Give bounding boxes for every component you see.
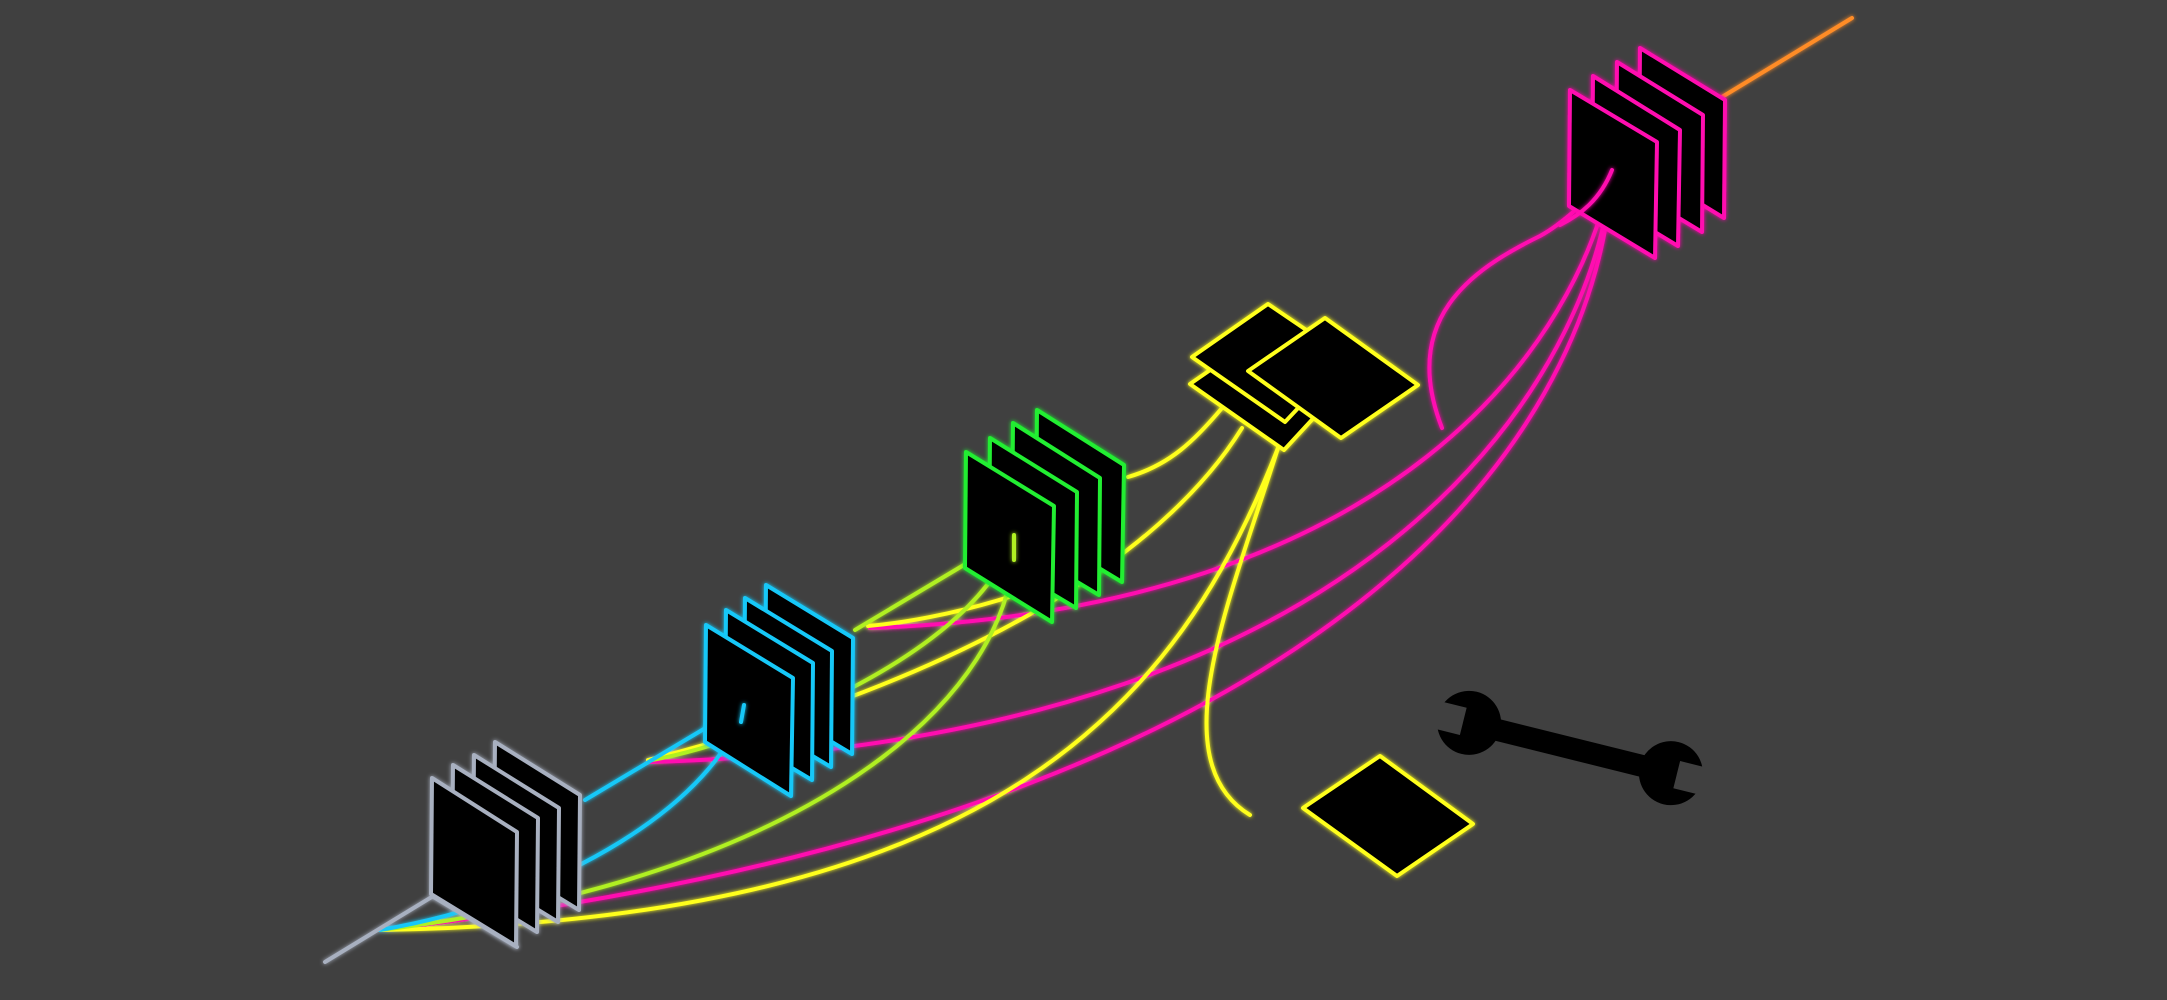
connection-magenta [868,168,1614,630]
layer-stack-magenta [1567,46,1727,260]
connection-magenta [378,168,1614,932]
layer-stack-cyan [703,583,855,798]
connection-magenta [648,168,1614,764]
layer-panel [1567,88,1659,260]
layer-stack-yellow [1188,302,1420,452]
connection-cyan-front [739,703,746,724]
layer-stack-gray [429,740,582,948]
layer-panel [429,776,519,948]
diamond-tile-icon [1301,754,1475,878]
output-axis [1720,16,1854,99]
layer-stack-green [963,408,1126,624]
connection-yellow [1126,406,1224,479]
connection-yellow [378,446,1280,932]
pool-panel [1246,316,1420,440]
layer-panel [703,623,795,798]
connection-yellow [1204,446,1280,817]
wrench-icon [1424,690,1716,806]
layer-panel [963,450,1056,624]
foreground-connections [739,168,1614,724]
connection-magenta-front [1558,168,1614,227]
